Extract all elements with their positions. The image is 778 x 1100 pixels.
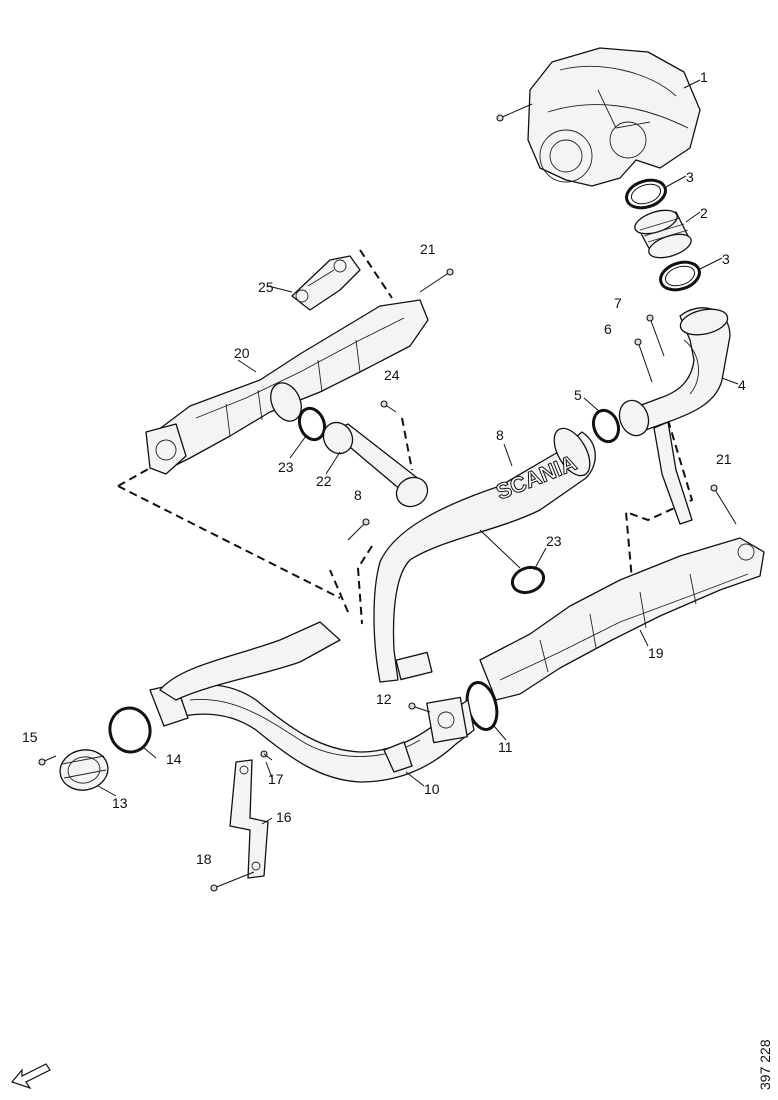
leader-lines bbox=[97, 79, 739, 825]
bolt-21-upper bbox=[419, 268, 454, 293]
turbocharger-icon bbox=[496, 47, 701, 187]
callout-25: 25 bbox=[258, 279, 274, 295]
callout-19: 19 bbox=[648, 645, 664, 661]
arrow-down-left-icon bbox=[10, 1063, 51, 1090]
bolt-17 bbox=[260, 750, 273, 761]
bolt-8-left bbox=[347, 518, 370, 541]
callout-18: 18 bbox=[196, 851, 212, 867]
upper-manifold bbox=[145, 299, 429, 475]
end-coupling-13 bbox=[59, 749, 109, 791]
callout-24: 24 bbox=[384, 367, 400, 383]
callout-20: 20 bbox=[234, 345, 250, 361]
callout-13: 13 bbox=[112, 795, 128, 811]
callout-6: 6 bbox=[604, 321, 612, 337]
seal-ring-23-lower bbox=[510, 565, 546, 595]
callout-labels: 1 3 2 3 7 6 4 5 21 25 20 24 8 23 22 21 8… bbox=[22, 69, 746, 867]
callout-22: 22 bbox=[316, 473, 332, 489]
seal-ring-14 bbox=[108, 706, 152, 754]
callout-15: 15 bbox=[22, 729, 38, 745]
bolt-7 bbox=[646, 314, 665, 357]
bellows-coupling bbox=[634, 209, 692, 259]
callout-8-top: 8 bbox=[496, 427, 504, 443]
bolt-15 bbox=[38, 755, 57, 766]
dashed-routing-lines bbox=[117, 249, 694, 625]
bolt-21-right bbox=[710, 484, 737, 525]
support-bracket-16 bbox=[229, 759, 269, 879]
callout-12: 12 bbox=[376, 691, 392, 707]
bolt-18 bbox=[210, 871, 255, 892]
drawing-number: 397 228 bbox=[757, 1039, 773, 1090]
turbo-outlet-pipe bbox=[627, 307, 731, 525]
gasket-plate bbox=[291, 255, 361, 311]
callout-23-lower: 23 bbox=[546, 533, 562, 549]
callout-2: 2 bbox=[700, 205, 708, 221]
callout-4: 4 bbox=[738, 377, 746, 393]
long-intake-pipe bbox=[149, 621, 475, 783]
bolt-12 bbox=[408, 702, 431, 713]
callout-3-lower: 3 bbox=[722, 251, 730, 267]
callout-21-upper: 21 bbox=[420, 241, 436, 257]
seal-ring-upper bbox=[625, 178, 667, 210]
callout-11: 11 bbox=[498, 739, 513, 755]
bolt-6 bbox=[634, 338, 653, 383]
callout-1: 1 bbox=[700, 69, 708, 85]
seal-ring-lower bbox=[659, 260, 701, 292]
lower-manifold-19 bbox=[479, 537, 765, 701]
callout-21-right: 21 bbox=[716, 451, 732, 467]
callout-10: 10 bbox=[424, 781, 440, 797]
short-connecting-pipe bbox=[322, 421, 429, 508]
seal-ring-23-upper bbox=[297, 406, 327, 442]
clamp-ring-5 bbox=[591, 399, 650, 444]
callout-23-upper: 23 bbox=[278, 459, 294, 475]
bolt-24 bbox=[380, 400, 397, 413]
callout-7: 7 bbox=[614, 295, 622, 311]
callout-8-left: 8 bbox=[354, 487, 362, 503]
callout-14: 14 bbox=[166, 751, 182, 767]
callout-16: 16 bbox=[276, 809, 292, 825]
callout-3-upper: 3 bbox=[686, 169, 694, 185]
callout-5: 5 bbox=[574, 387, 582, 403]
callout-17: 17 bbox=[268, 771, 284, 787]
